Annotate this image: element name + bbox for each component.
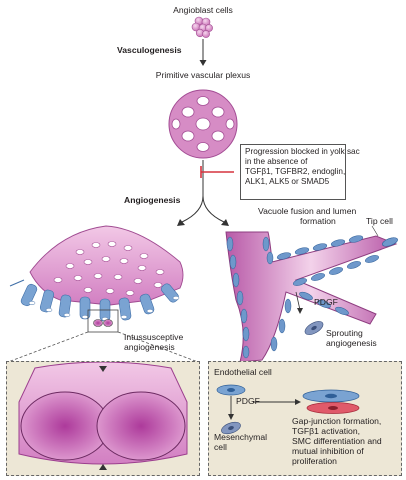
- note-line: in the absence of: [245, 157, 308, 166]
- mesenchymal-cell-label: Mesenchymal: [214, 432, 268, 442]
- inhibition-mark: [200, 166, 234, 178]
- intussusceptive-closeup-panel: [6, 361, 200, 476]
- intussusceptive-label: Intussusceptive: [124, 332, 184, 342]
- vacuole-fusion-label: Vacuole fusion and lumen: [258, 206, 357, 216]
- vacuole-fusion-label-2: formation: [300, 216, 336, 226]
- intussusceptive-vessel-sheet: [9, 225, 184, 322]
- endothelial-recruitment-panel: [208, 361, 402, 476]
- note-line: TGFβ1, TGFBR2, endoglin,: [245, 167, 346, 176]
- tip-cell-leader: [371, 225, 379, 237]
- endothelial-cell-label: Endothelial cell: [214, 367, 272, 377]
- note-line: Progression blocked in yolk sac: [245, 147, 360, 156]
- recruitment-drawing: [216, 384, 360, 435]
- angioblast-cells-cluster: [191, 16, 213, 38]
- tip-cell-label: Tip cell: [366, 216, 393, 226]
- gap-junction-line: SMC differentiation and: [292, 436, 382, 446]
- vasculogenesis-label: Vasculogenesis: [117, 45, 182, 55]
- primitive-plexus-network: [168, 89, 238, 159]
- primitive-plexus-label: Primitive vascular plexus: [155, 70, 251, 80]
- intussusceptive-zoom-box: [7, 309, 199, 363]
- note-line: ALK1, ALK5 or SMAD5: [245, 177, 330, 186]
- yolk-sac-blockade-note: Progression blocked in yolk sac in the a…: [240, 144, 360, 200]
- gap-junction-line: mutual inhibition of: [292, 446, 364, 456]
- sprouting-label: Sprouting: [326, 328, 363, 338]
- pdgf-label-lower: PDGF: [236, 396, 260, 406]
- gap-junction-line: Gap-junction formation,: [292, 416, 382, 426]
- gap-junction-line: proliferation: [292, 456, 337, 466]
- angiogenesis-label: Angiogenesis: [124, 195, 181, 205]
- angioblast-cells-label: Angioblast cells: [173, 5, 233, 15]
- mesenchymal-cell-label-2: cell: [214, 442, 227, 452]
- closeup-vessel-drawing: [18, 361, 188, 470]
- arrow-to-plexus-branch: [177, 160, 229, 226]
- intussusceptive-label-2: angiogenesis: [124, 342, 175, 352]
- gap-junction-text: Gap-junction formation, TGFβ1 activation…: [292, 416, 382, 466]
- arrow-vasculogenesis: [199, 39, 207, 66]
- gap-junction-line: TGFβ1 activation,: [292, 426, 360, 436]
- pdgf-label: PDGF: [314, 297, 338, 307]
- sprouting-vessel-network: [225, 231, 398, 363]
- sprouting-label-2: angiogenesis: [326, 338, 377, 348]
